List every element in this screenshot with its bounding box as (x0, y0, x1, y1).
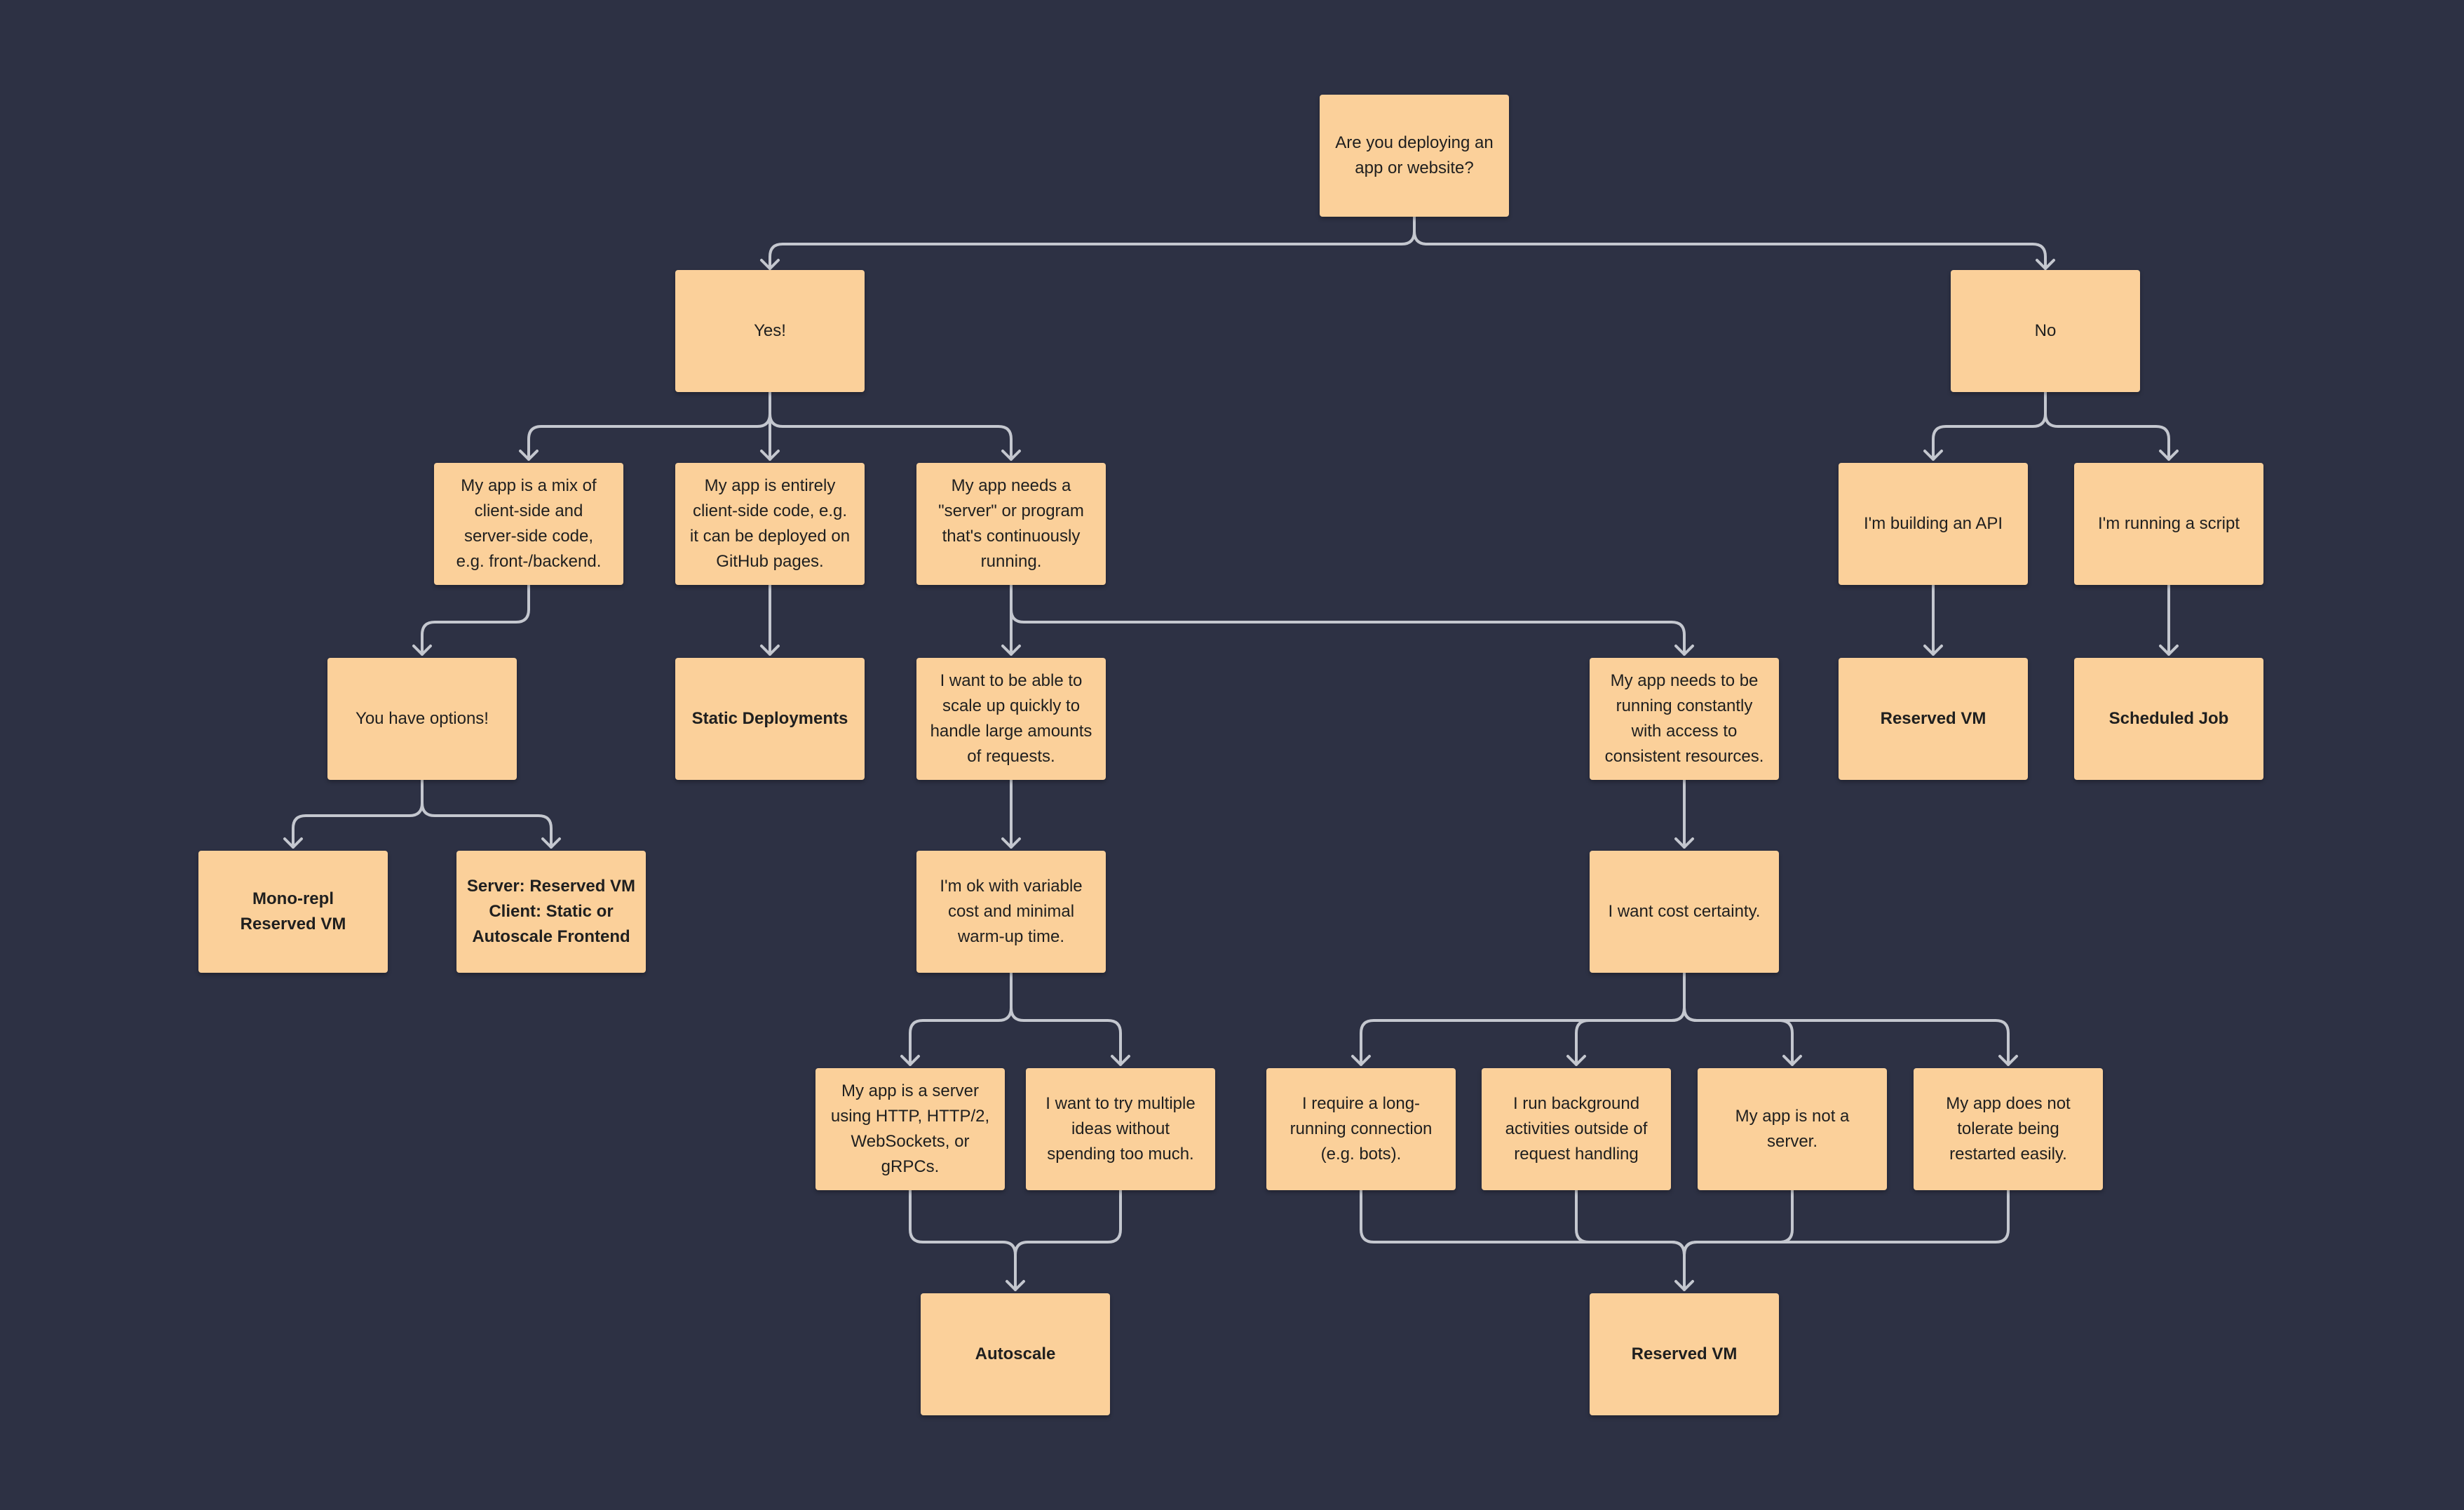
connector-options-branch-1-arrowhead (283, 837, 303, 849)
node-http-server: My app is a server using HTTP, HTTP/2, W… (815, 1068, 1005, 1190)
connector-merge-reserved-branch-2 (1575, 1189, 1686, 1256)
node-reserved-vm-final: Reserved VM (1590, 1293, 1779, 1415)
connector-constant-branch-1-arrowhead (1674, 837, 1694, 849)
connector-root-branch-2 (1413, 230, 2047, 270)
connector-certainty-branch-3 (1683, 1006, 1794, 1066)
node-running-script: I'm running a script (2074, 463, 2263, 585)
connector-options-branch-2-arrowhead (541, 837, 561, 849)
connector-certainty-branch-2-arrowhead (1566, 1055, 1586, 1066)
connector-yes-branch-2-arrowhead (760, 450, 780, 461)
connector-yes-branch-1-arrowhead (519, 450, 539, 461)
connector-variable-branch-1-arrowhead (900, 1055, 920, 1066)
connector-certainty-branch-2 (1575, 1006, 1686, 1066)
node-server-program: My app needs a "server" or program that'… (916, 463, 1106, 585)
connector-merge-autoscale-branch-1 (909, 1189, 1017, 1256)
connector-certainty-branch-4-arrowhead (1998, 1055, 2018, 1066)
connector-variable-branch-2-arrowhead (1111, 1055, 1130, 1066)
node-long-running: I require a long- running connection (e.… (1266, 1068, 1456, 1190)
connector-merge-autoscale-arrowhead (1006, 1280, 1025, 1291)
node-multiple-ideas: I want to try multiple ideas without spe… (1026, 1068, 1215, 1190)
connector-no-branch-1-arrowhead (1923, 450, 1943, 461)
connector-merge-autoscale-branch-2 (1014, 1189, 1122, 1256)
connector-scale-branch-1-arrowhead (1001, 837, 1021, 849)
node-you-have-options: You have options! (327, 658, 517, 780)
connector-mix-branch-1-arrowhead (412, 645, 432, 656)
node-scheduled-job: Scheduled Job (2074, 658, 2263, 780)
node-variable-cost: I'm ok with variable cost and minimal wa… (916, 851, 1106, 973)
connector-merge-reserved-branch-4 (1683, 1189, 2010, 1256)
connector-certainty-branch-1-arrowhead (1351, 1055, 1371, 1066)
node-yes: Yes! (675, 270, 865, 392)
connector-server-program-branch-1-arrowhead (1001, 645, 1021, 656)
node-scale-up: I want to be able to scale up quickly to… (916, 658, 1106, 780)
node-background-activities: I run background activities outside of r… (1482, 1068, 1671, 1190)
connector-yes-branch-1 (527, 412, 771, 461)
node-mono-repl: Mono-repl Reserved VM (198, 851, 388, 973)
connector-root-branch-1-arrowhead (760, 259, 780, 270)
connector-api-branch-1-arrowhead (1923, 645, 1943, 656)
connector-script-branch-1-arrowhead (2159, 645, 2179, 656)
connector-yes-branch-3-arrowhead (1001, 450, 1021, 461)
node-deploying-question: Are you deploying an app or website? (1320, 95, 1509, 217)
node-cost-certainty: I want cost certainty. (1590, 851, 1779, 973)
node-building-api: I'm building an API (1839, 463, 2028, 585)
connector-merge-reserved-branch-1 (1360, 1189, 1686, 1256)
connector-options-branch-2 (421, 802, 553, 849)
connector-mix-branch-1 (421, 608, 530, 656)
node-running-constantly: My app needs to be running constantly wi… (1590, 658, 1779, 780)
connector-variable-branch-2 (1010, 1006, 1122, 1066)
connector-no-branch-1 (1932, 412, 2047, 461)
connector-server-program-branch-2 (1010, 608, 1686, 656)
node-no: No (1951, 270, 2140, 392)
connector-root-branch-2-arrowhead (2036, 259, 2055, 270)
connector-certainty-branch-1 (1360, 1006, 1686, 1066)
connector-no-branch-2 (2044, 412, 2170, 461)
node-mixed-code: My app is a mix of client-side and serve… (434, 463, 623, 585)
node-no-restart: My app does not tolerate being restarted… (1914, 1068, 2103, 1190)
connector-client-branch-1-arrowhead (760, 645, 780, 656)
connector-certainty-branch-3-arrowhead (1782, 1055, 1802, 1066)
node-static-deployments: Static Deployments (675, 658, 865, 780)
node-not-server: My app is not a server. (1698, 1068, 1887, 1190)
connector-merge-reserved-branch-3 (1683, 1189, 1794, 1256)
connector-yes-branch-3 (769, 412, 1013, 461)
node-autoscale: Autoscale (921, 1293, 1110, 1415)
connector-no-branch-2-arrowhead (2159, 450, 2179, 461)
connector-server-program-branch-2-arrowhead (1674, 645, 1694, 656)
connector-root-branch-1 (769, 230, 1416, 270)
connector-options-branch-1 (292, 802, 424, 849)
node-reserved-vm-api: Reserved VM (1839, 658, 2028, 780)
connector-variable-branch-1 (909, 1006, 1013, 1066)
connector-merge-reserved-arrowhead (1674, 1280, 1694, 1291)
node-client-side: My app is entirely client-side code, e.g… (675, 463, 865, 585)
connector-certainty-branch-4 (1683, 1006, 2010, 1066)
node-server-client-split: Server: Reserved VM Client: Static or Au… (456, 851, 646, 973)
